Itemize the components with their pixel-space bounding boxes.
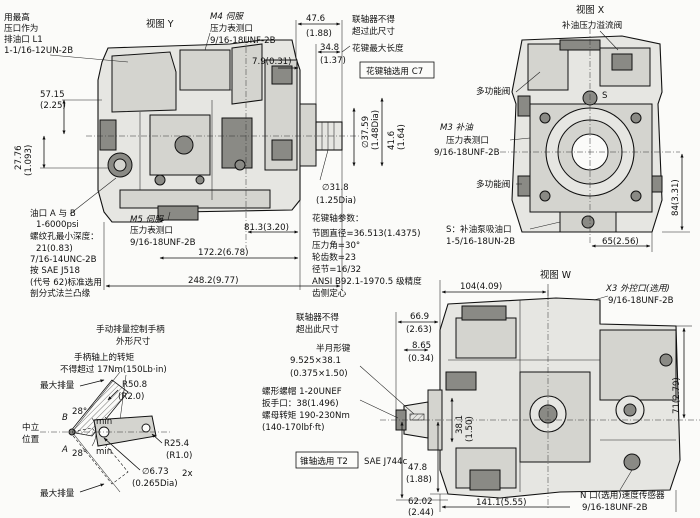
dim-38-1: 38.1 [455, 415, 465, 434]
position-a: A [61, 445, 68, 455]
radius-50-8-in: (R2.0) [118, 392, 144, 402]
dim-84: 84(3.31) [671, 179, 681, 216]
dim-62-02-in: (2.44) [408, 508, 434, 518]
makeup-relief-valve-label: 补油压力溢流阀 [562, 19, 622, 31]
max-displacement-bottom: 最大排量 [40, 487, 75, 499]
taper-option-label: 锥轴选用 T2 [300, 455, 348, 467]
angle-a-sub: min [96, 447, 112, 457]
sae-standard-label: SAE J744c [364, 457, 408, 467]
spline-shaft [299, 103, 343, 167]
dim-71: 71(2.79) [672, 377, 682, 414]
view-y-title: 视图 Y [146, 18, 174, 30]
dim-57-15-in: (2.25) [40, 101, 66, 111]
outlet-l1-note: 用最高 压口作为 排油口 L1 1-1/16-12UN-2B [4, 11, 73, 56]
m5-servo-note: M5 伺服 压力表测口 9/16-18UNF-2B [130, 214, 196, 248]
dim-27-76-in: (1.093) [24, 145, 34, 176]
dim-31-8: ∅31.8 [322, 183, 349, 193]
woodruff-key-note: 半月形键 9.525×38.1 (0.375×1.50) [290, 342, 353, 379]
dim-47-6: 47.6 [306, 14, 325, 24]
dim-62-02: 62.02 [408, 497, 433, 507]
multifunction-valve-label-2: 多功能阀 [476, 178, 510, 190]
spline-option-label: 花键轴选用 C7 [366, 65, 423, 77]
position-b: B [62, 413, 68, 423]
dim-27-76: 27.76 [14, 145, 24, 170]
hole-dia-6-73-in: (0.265Dia) [132, 479, 178, 489]
multifunction-valve-label-1: 多功能阀 [476, 85, 510, 97]
pump-bottom-body [439, 297, 681, 499]
radius-25-4: R25.4 [164, 439, 189, 449]
radius-25-4-in: (R1.0) [166, 451, 192, 461]
dim-7-9: 7.9(0.31) [252, 57, 292, 67]
m3-makeup-note: M3 补油 压力表测口 9/16-18UNF-2B [434, 122, 500, 158]
view-x: 视图 X 补油压力溢流阀 多功能阀 S [434, 4, 690, 252]
dim-31-8-in: (1.25Dia) [316, 196, 356, 206]
dim-34-8: 34.8 [320, 43, 339, 53]
m4-servo-note: M4 伺服 压力表测口 9/16-18UNF-2B [210, 11, 276, 46]
view-w-title: 视图 W [540, 269, 571, 281]
dim-41-6: 41.6 [387, 131, 397, 150]
radius-50-8: R50.8 [122, 380, 147, 390]
spline-max-length-label: 花键最大长度 [352, 42, 404, 54]
dim-104: 104(4.09) [460, 282, 502, 292]
taper-option-box [295, 451, 359, 469]
hole-dia-6-73: ∅6.73 [142, 467, 169, 477]
handle-title: 手动排量控制手柄 外形尺寸 [96, 323, 168, 347]
view-x-title: 视图 X [576, 4, 605, 16]
dim-66-9: 66.9 [410, 312, 429, 322]
view-w: 视图 W [262, 269, 700, 518]
dim-47-6-in: (1.88) [306, 29, 332, 39]
n-port-sensor-note: N 口(选用)速度传感器 9/16-18UNF-2B [580, 489, 667, 513]
dim-8-65-in: (0.34) [408, 354, 434, 364]
nut-note: 螺形螺帽 1-20UNEF 扳手口：38(1.496) 螺母转矩 190-230… [262, 385, 353, 433]
dim-47-8: 47.8 [408, 463, 427, 473]
dim-8-65: 8.65 [412, 341, 431, 351]
dim-34-8-in: (1.37) [320, 56, 346, 66]
dim-248-2: 248.2(9.77) [188, 276, 238, 286]
dim-141-1: 141.1(5.55) [476, 498, 526, 508]
dim-37-59: ∅37.59 [361, 116, 371, 148]
port-ab-note: 油口 A 与 B 1-6000psi 螺纹孔最小深度： 21(0.83) 7/1… [30, 207, 105, 299]
dim-41-6-in: (1.64) [397, 124, 407, 150]
spline-parameters: 花键轴参数： 节圆直径=36.513(1.4375) 压力角=30° 轮齿数=2… [312, 212, 424, 299]
angle-b-sub: min [96, 417, 112, 427]
dim-65: 65(2.56) [602, 237, 639, 247]
hole-quantity: 2x [182, 469, 193, 479]
dim-81-3: 81.3(3.20) [244, 223, 289, 233]
dim-66-9-in: (2.63) [406, 325, 432, 335]
coupling-limit-note-w: 联轴器不得 超出此尺寸 [296, 311, 342, 335]
coupling-limit-note: 联轴器不得 超过此尺寸 [352, 13, 398, 37]
s-suction-port-note: S：补油泵吸油口 1-5/16-18UN-2B [446, 223, 515, 247]
x3-port-note: X3 外控口(选用) 9/16-18UNF-2B [605, 283, 674, 306]
handle-torque-note: 手柄轴上的转矩 不得超过 17Nm(150Lb·in) [60, 351, 167, 375]
s-mark: S [602, 91, 607, 101]
dim-57-15: 57.15 [40, 90, 65, 100]
view-y: 视图 Y [4, 11, 435, 299]
dim-37-59-in: (1.48Dia) [371, 110, 381, 150]
handle-detail: 手动排量控制手柄 外形尺寸 手柄轴上的转矩 不得超过 17Nm(150Lb·in… [22, 323, 193, 499]
dim-172-2: 172.2(6.78) [198, 248, 248, 258]
pump-end-body [511, 35, 663, 233]
pump-side-body [97, 39, 301, 223]
angle-a: 28° [72, 449, 87, 459]
spline-option-box [359, 61, 435, 79]
neutral-position-label: 中立 位置 [22, 421, 42, 445]
max-displacement-top: 最大排量 [40, 379, 75, 391]
angle-b: 28° [72, 407, 87, 417]
dim-47-8-in: (1.88) [406, 475, 432, 485]
dim-38-1-in: (1.50) [465, 416, 475, 442]
